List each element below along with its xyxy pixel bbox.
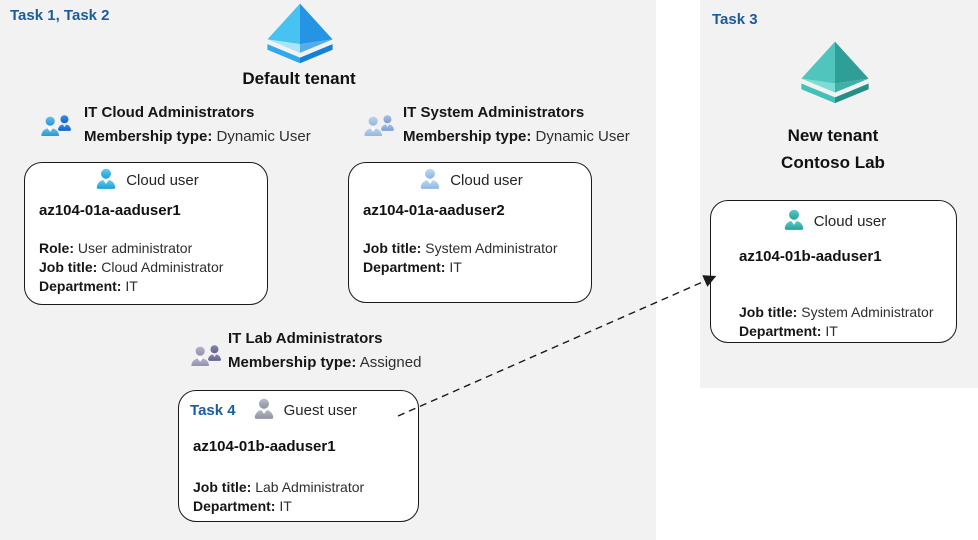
attr-label: Job title:	[739, 304, 798, 320]
user-type-label: Cloud user	[813, 212, 887, 230]
user-attributes: Role: User administrator Job title: Clou…	[39, 239, 223, 296]
cloud-user-icon	[784, 209, 803, 230]
attr-label: Role:	[39, 240, 74, 256]
membership-type-value: Assigned	[359, 354, 422, 371]
user-name: az104-01a-aaduser2	[363, 202, 505, 219]
attr-value: IT	[449, 259, 462, 275]
user-box-header: Task 4 Guest user	[179, 397, 418, 423]
cloud-user-box-aaduser1: Cloud user az104-01a-aaduser1 Role: User…	[24, 162, 268, 305]
user-name: az104-01a-aaduser1	[39, 202, 181, 219]
membership-type-label: Membership type:	[228, 354, 357, 371]
user-type-label: Guest user	[283, 401, 357, 419]
attr-label: Department:	[739, 323, 822, 339]
new-tenant-cloud-user-box: Cloud user az104-01b-aaduser1 Job title:…	[710, 200, 957, 343]
attr-label: Department:	[193, 498, 276, 514]
task-3-label: Task 3	[712, 11, 758, 28]
attr-department: Department: IT	[39, 277, 223, 296]
user-attributes: Job title: Lab Administrator Department:…	[193, 478, 364, 516]
attr-department: Department: IT	[739, 322, 934, 341]
group-title: IT System Administrators	[403, 104, 585, 121]
user-box-header: Cloud user	[349, 167, 591, 193]
membership-type-value: Dynamic User	[216, 128, 311, 145]
attr-label: Job title:	[363, 240, 422, 256]
attr-role: Role: User administrator	[39, 239, 223, 258]
group-title: IT Lab Administrators	[228, 330, 383, 347]
group-title: IT Cloud Administrators	[84, 104, 255, 121]
user-type-label: Cloud user	[450, 171, 523, 189]
user-attributes: Job title: System Administrator Departme…	[739, 303, 934, 341]
user-name: az104-01b-aaduser1	[193, 438, 336, 455]
default-tenant-title: Default tenant	[242, 69, 356, 88]
new-tenant-line1: New tenant	[787, 126, 879, 145]
azure-ad-tenant-icon	[267, 3, 333, 64]
task-1-2-label: Task 1, Task 2	[10, 7, 110, 24]
user-box-header: Cloud user	[25, 167, 267, 193]
contoso-lab-tenant-icon	[801, 41, 869, 104]
guest-user-icon	[254, 398, 273, 419]
membership-type-label: Membership type:	[403, 128, 532, 145]
attr-value: IT	[825, 323, 838, 339]
membership-type-value: Dynamic User	[535, 128, 630, 145]
new-tenant-line2: Contoso Lab	[781, 153, 885, 172]
user-name: az104-01b-aaduser1	[739, 248, 882, 265]
attr-department: Department: IT	[363, 258, 558, 277]
cloud-user-icon	[420, 168, 440, 189]
attr-job-title: Job title: System Administrator	[363, 239, 558, 258]
attr-value: IT	[125, 278, 138, 294]
group-membership: Membership type: Assigned	[228, 354, 421, 371]
attr-value: User administrator	[77, 240, 193, 256]
attr-job-title: Job title: Cloud Administrator	[39, 258, 223, 277]
group-membership: Membership type: Dynamic User	[84, 128, 311, 145]
attr-label: Job title:	[39, 259, 98, 275]
attr-value: Lab Administrator	[255, 479, 365, 495]
cloud-user-box-aaduser2: Cloud user az104-01a-aaduser2 Job title:…	[348, 162, 592, 303]
attr-label: Job title:	[193, 479, 252, 495]
user-type-label: Cloud user	[126, 171, 199, 189]
group-users-icon	[362, 115, 394, 138]
attr-label: Department:	[363, 259, 446, 275]
cloud-user-icon	[96, 168, 116, 189]
attr-job-title: Job title: Lab Administrator	[193, 478, 364, 497]
group-users-icon	[189, 345, 221, 368]
attr-job-title: Job title: System Administrator	[739, 303, 934, 322]
group-membership: Membership type: Dynamic User	[403, 128, 630, 145]
attr-value: System Administrator	[425, 240, 558, 256]
attr-value: IT	[279, 498, 292, 514]
attr-department: Department: IT	[193, 497, 364, 516]
task-4-label: Task 4	[190, 401, 236, 419]
attr-value: Cloud Administrator	[101, 259, 224, 275]
user-attributes: Job title: System Administrator Departme…	[363, 239, 558, 277]
membership-type-label: Membership type:	[84, 128, 213, 145]
user-box-header: Cloud user	[711, 208, 956, 234]
new-tenant-title: New tenant Contoso Lab	[735, 122, 931, 176]
group-users-icon	[39, 115, 71, 138]
attr-value: System Administrator	[801, 304, 934, 320]
guest-user-box: Task 4 Guest user az104-01b-aaduser1 Job…	[178, 390, 419, 522]
attr-label: Department:	[39, 278, 122, 294]
